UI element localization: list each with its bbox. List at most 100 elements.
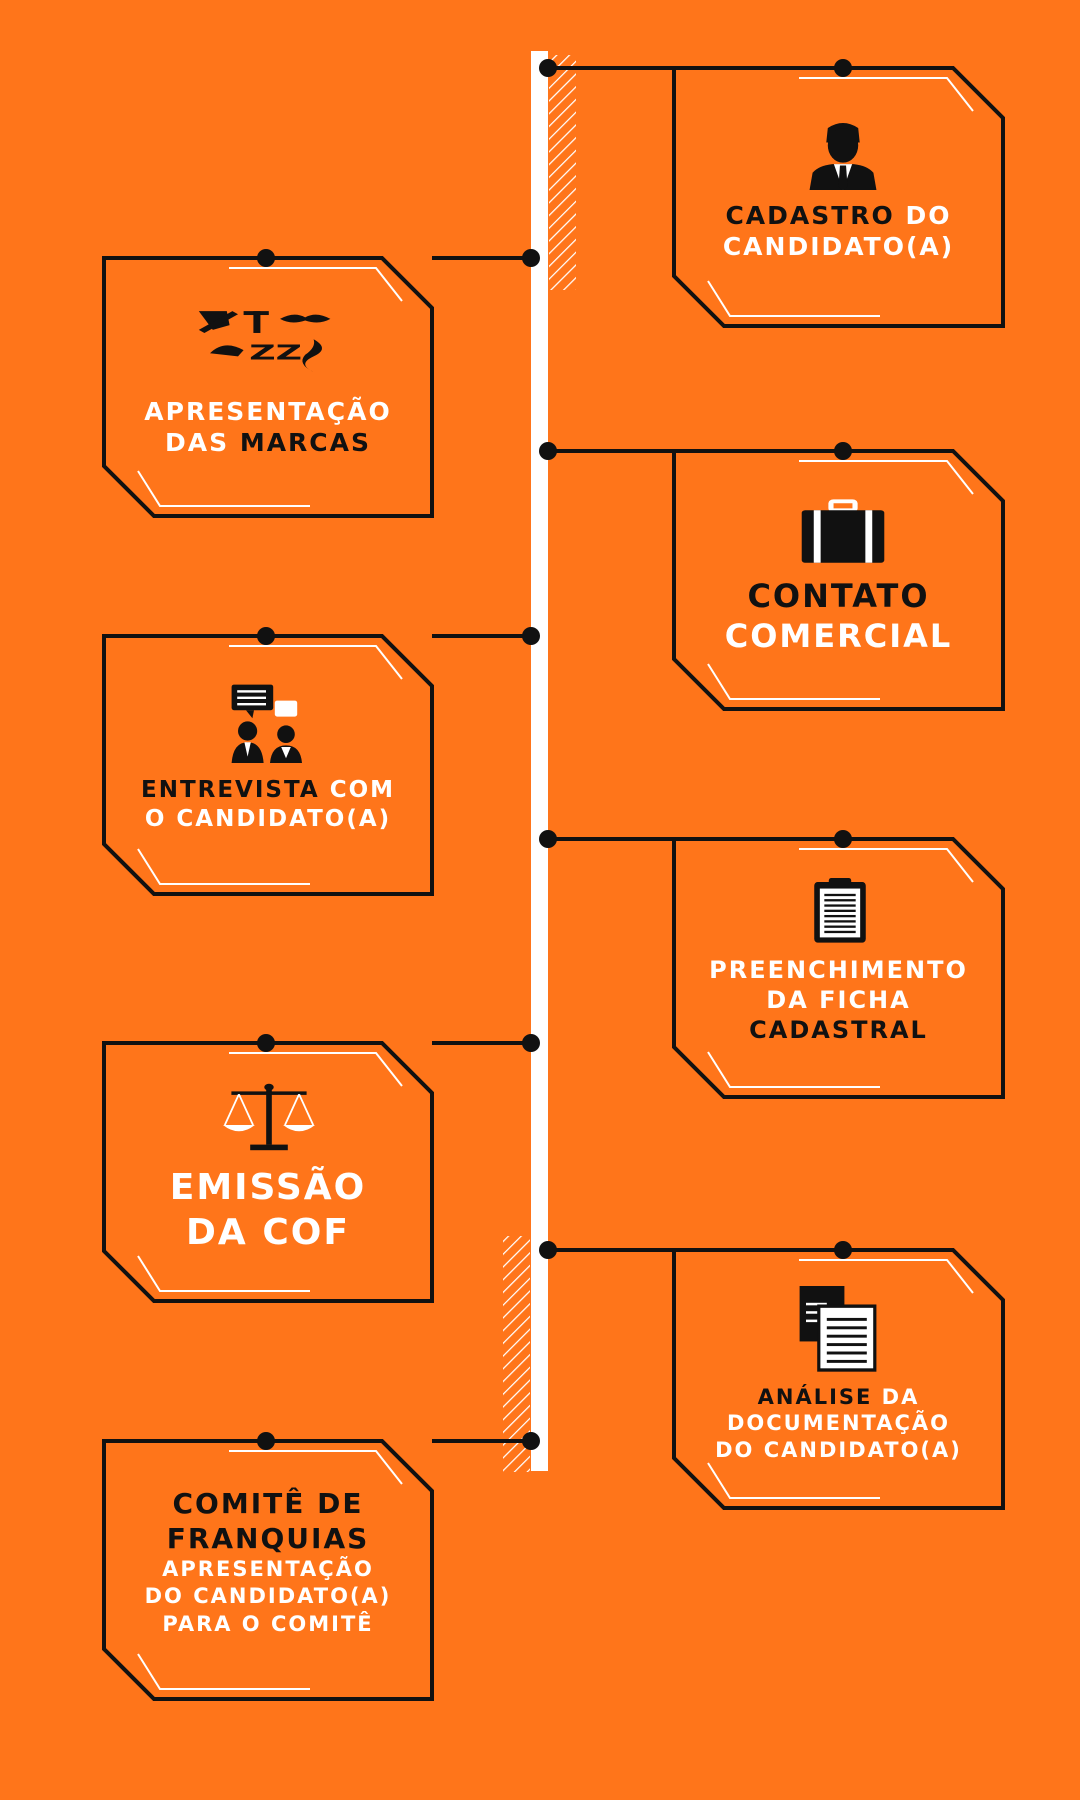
card-node-dot <box>257 627 275 645</box>
base-shape <box>250 1144 288 1151</box>
tie-shape <box>838 165 848 190</box>
step-label-line: DA COF <box>104 1210 432 1255</box>
step-label-line: EMISSÃO <box>104 1165 432 1210</box>
label-segment: DOCUMENTAÇÃO <box>726 1411 951 1436</box>
step-label-line: COMITÊ DE <box>104 1486 432 1521</box>
beam-shape <box>231 1091 307 1095</box>
text-line-shape <box>826 1317 867 1321</box>
card-accent-bottom <box>707 663 880 700</box>
chain-shape <box>223 1093 254 1126</box>
step-label-line: O CANDIDATO(A) <box>104 805 432 834</box>
step-label-line: APRESENTAÇÃO <box>104 396 432 427</box>
step-label-line: DAS MARCAS <box>104 427 432 458</box>
step-label-line: CONTATO <box>674 576 1003 616</box>
label-segment: DA <box>872 1385 920 1409</box>
step-card-emissao <box>102 1034 540 1303</box>
step-label-line: CADASTRAL <box>674 1015 1003 1045</box>
card-accent-bottom <box>707 1051 880 1088</box>
clip-shape <box>828 878 852 888</box>
card-node-dot <box>834 59 852 77</box>
label-segment: COMERCIAL <box>724 617 953 655</box>
label-segment: CADASTRO <box>725 201 895 230</box>
label-segment: CADASTRAL <box>749 1016 928 1044</box>
case-shape <box>801 510 885 563</box>
card-accent-top <box>229 1052 403 1087</box>
card-accent-bottom <box>137 1653 310 1690</box>
label-segment: PREENCHIMENTO <box>709 956 968 984</box>
hatch-accent-bottom <box>503 1236 530 1472</box>
text-line-shape <box>237 690 266 693</box>
cleaver-logo-shape <box>198 311 230 330</box>
text-line-shape <box>826 1359 867 1363</box>
text-line-shape <box>826 1343 867 1347</box>
text-line-shape <box>824 899 856 902</box>
scales-icon <box>222 1083 316 1151</box>
step-label-line: CANDIDATO(A) <box>674 231 1003 262</box>
step-label-line: CADASTRO DO <box>674 200 1003 231</box>
card-accent-top <box>799 460 974 495</box>
label-segment: DA COF <box>186 1212 350 1253</box>
briefcase-icon <box>801 499 885 563</box>
step-label-line: ANÁLISE DA <box>674 1384 1003 1410</box>
text-line-shape <box>824 893 856 897</box>
label-segment: APRESENTAÇÃO <box>162 1557 374 1581</box>
businessman-icon <box>809 123 877 190</box>
card-accent-bottom <box>707 280 880 317</box>
label-segment: COM <box>319 777 396 803</box>
shirt-shape <box>244 742 251 757</box>
spine-node-dot <box>522 627 540 645</box>
text-line-shape <box>824 904 856 907</box>
step-label-line: PARA O COMITÊ <box>104 1611 432 1638</box>
interview-icon <box>231 684 302 763</box>
text-line-shape <box>824 930 856 934</box>
mustache-logo-shape <box>280 314 331 323</box>
card-accent-top <box>229 1450 403 1485</box>
spine-node-dot <box>522 249 540 267</box>
letter-t-logo-shape <box>253 311 261 333</box>
step-label-line: APRESENTAÇÃO <box>104 1556 432 1583</box>
label-segment: MARCAS <box>229 428 371 458</box>
clipboard-icon <box>814 878 866 943</box>
card-frame <box>102 1041 434 1303</box>
text-line-shape <box>237 696 266 699</box>
card-accent-top <box>229 645 403 680</box>
label-segment: FRANQUIAS <box>166 1522 370 1555</box>
text-line-shape <box>826 1334 867 1338</box>
timeline-spine <box>531 51 548 1471</box>
step-card-cadastro <box>539 59 1005 328</box>
card-node-dot <box>257 1034 275 1052</box>
bubble-tail-shape <box>246 710 254 719</box>
strap-shape <box>865 510 873 563</box>
label-segment: ANÁLISE <box>757 1385 873 1409</box>
pillar-shape <box>266 1085 272 1145</box>
spine-node-dot <box>539 59 557 77</box>
card-frame <box>102 1439 434 1701</box>
text-line-shape <box>824 909 856 912</box>
spine-node-dot <box>522 1034 540 1052</box>
step-label-line: DO CANDIDATO(A) <box>674 1437 1003 1463</box>
label-segment: APRESENTAÇÃO <box>144 397 392 426</box>
head-shape <box>277 725 295 743</box>
card-node-dot <box>834 1241 852 1259</box>
speech-bubble-shape <box>274 700 298 717</box>
documents-icon <box>799 1286 877 1372</box>
card-node-dot <box>834 830 852 848</box>
brand-logos-icon: ZZ <box>198 311 331 372</box>
card-frame <box>102 634 434 896</box>
text-line-shape <box>237 703 266 706</box>
spine-node-dot <box>522 1432 540 1450</box>
hatch-accent-top <box>549 55 576 290</box>
step-card-comite <box>102 1432 540 1701</box>
label-segment: O CANDIDATO(A) <box>144 805 392 832</box>
zz-logo-shape: ZZ <box>249 341 302 364</box>
step-card-preenchimento <box>539 830 1005 1099</box>
shirt-shape <box>281 747 291 759</box>
text-line-shape <box>826 1351 867 1355</box>
label-segment: PARA O COMITÊ <box>162 1611 374 1636</box>
step-label-line: DA FICHA <box>674 985 1003 1015</box>
step-card-apresentacao <box>102 249 540 518</box>
